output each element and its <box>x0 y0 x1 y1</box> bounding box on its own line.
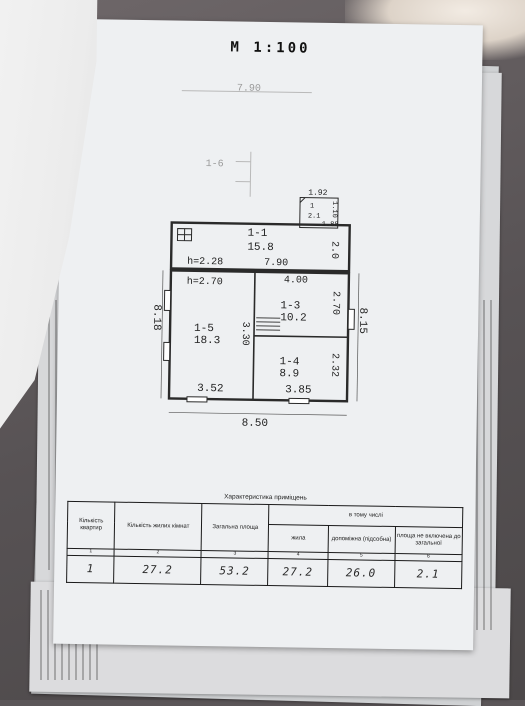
left-side-length: 8.18 <box>150 304 162 331</box>
hall-depth: 2.0 <box>328 241 339 259</box>
value-living: 27.2 <box>268 559 328 587</box>
room-label-1-1: 1-1 <box>247 228 267 240</box>
header-living-rooms: Кількість жилих кімнат <box>115 502 203 550</box>
value-living-rooms: 27.2 <box>114 556 201 584</box>
ghost-dimension-top: 7.90 <box>237 83 261 94</box>
floor-plan-drawing <box>56 19 483 496</box>
room-15-depth: 3.30 <box>239 322 250 346</box>
characteristics-grid: Кількість квартир Кількість жилих кімнат… <box>66 501 463 589</box>
room-area-1-5: 18.3 <box>194 335 221 347</box>
room-14-depth: 2.32 <box>328 353 339 377</box>
porch-depth-2: 1.88 <box>322 221 339 229</box>
right-side-length: 8.15 <box>356 307 368 334</box>
room-label-1-5: 1-5 <box>194 323 214 335</box>
hall-height: h=2.28 <box>187 257 223 269</box>
porch-label: 1 <box>310 203 314 211</box>
stove-symbol <box>177 229 191 241</box>
floor-plan-sheet: М 1:100 <box>53 19 483 651</box>
room-area-1-4: 8.9 <box>279 368 299 380</box>
header-living: жила <box>269 525 329 553</box>
bottom-left-length: 3.52 <box>197 383 224 395</box>
ghost-label-left: 1-6 <box>206 159 224 170</box>
stair-symbol <box>256 318 280 330</box>
hall-width: 7.90 <box>264 258 288 269</box>
header-total-area: Загальна площа <box>201 503 269 551</box>
value-total-area: 53.2 <box>201 557 269 585</box>
room-area-1-1: 15.8 <box>247 242 274 254</box>
porch-width: 1.92 <box>308 189 327 198</box>
header-not-included: площа не включена до загальної <box>395 527 463 555</box>
ghost-outline <box>180 91 312 198</box>
window-markers <box>163 290 355 404</box>
value-not-included: 2.1 <box>394 561 462 589</box>
inner-top: 4.00 <box>284 275 308 286</box>
room-13-depth: 2.70 <box>329 291 340 315</box>
bottom-right-length: 3.85 <box>285 384 312 396</box>
main-height: h=2.70 <box>187 277 223 289</box>
value-auxiliary: 26.0 <box>327 559 395 587</box>
room-label-1-4: 1-4 <box>279 356 299 368</box>
bleed-through-lines <box>476 300 496 630</box>
overall-width: 8.50 <box>242 418 269 430</box>
porch-depth-1: 1.10 <box>330 201 338 218</box>
room-label-1-3: 1-3 <box>280 300 300 312</box>
premises-characteristics-table: Характеристика приміщень Кількість кварт… <box>66 491 463 589</box>
header-apartments: Кількість квартир <box>67 501 115 549</box>
header-auxiliary: допоміжна (підсобна) <box>328 525 396 553</box>
value-apartments: 1 <box>67 555 115 583</box>
porch-area: 2.1 <box>308 213 321 221</box>
room-area-1-3: 10.2 <box>280 312 307 324</box>
